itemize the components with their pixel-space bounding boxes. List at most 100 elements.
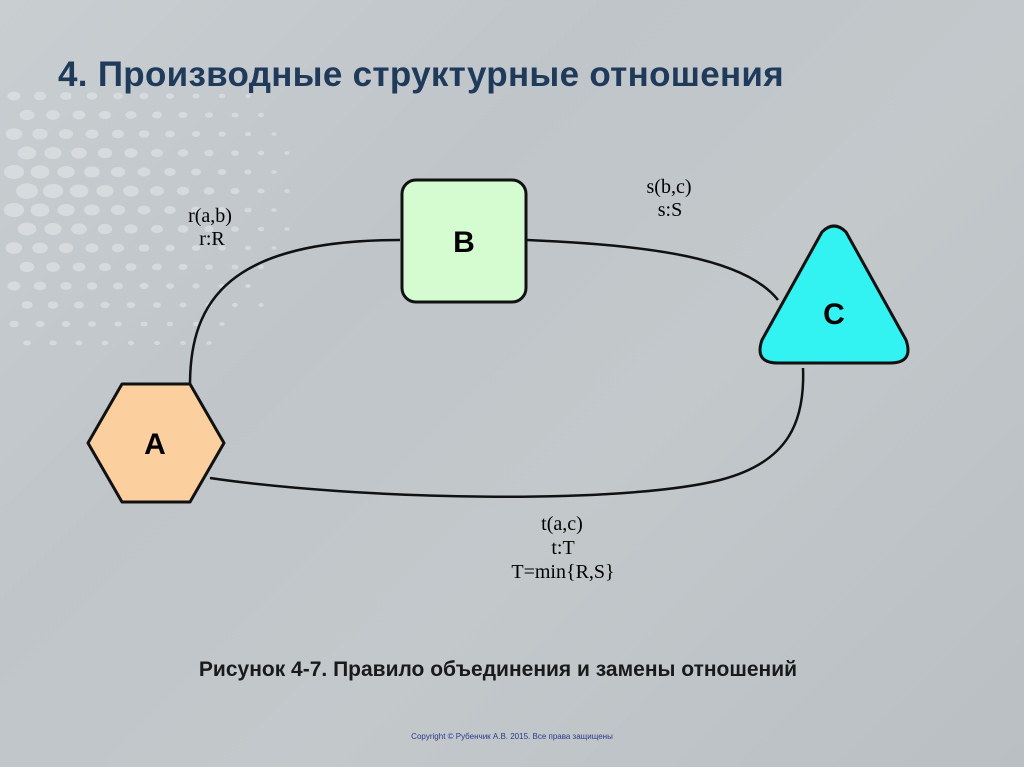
background-dot	[218, 245, 226, 251]
background-dot	[72, 110, 86, 120]
background-dot	[5, 128, 23, 140]
background-dot	[60, 92, 72, 100]
relation-r-line2: r:R	[199, 228, 225, 250]
background-dot	[19, 109, 35, 121]
background-dot	[152, 111, 162, 119]
background-dot	[257, 188, 265, 194]
background-dot	[23, 340, 31, 346]
background-dot	[75, 340, 83, 346]
relation-s-line1: s(b,c)	[647, 176, 692, 198]
background-dot	[49, 340, 57, 346]
background-dot	[205, 112, 213, 118]
background-dot	[97, 223, 113, 235]
node-a[interactable]: A	[86, 382, 226, 504]
background-dot	[204, 225, 214, 233]
node-b[interactable]: B	[400, 178, 528, 304]
background-dot	[178, 263, 188, 271]
background-dot	[96, 185, 114, 197]
background-dot	[127, 340, 135, 346]
relation-t-line3: T=min{R,S}	[511, 561, 614, 583]
background-dot	[231, 264, 239, 270]
background-dot	[231, 112, 239, 118]
background-dot	[46, 262, 60, 272]
background-dot	[271, 170, 277, 174]
background-dot	[42, 183, 64, 199]
background-dot	[125, 263, 137, 271]
background-dot	[165, 283, 175, 289]
background-dot	[113, 282, 123, 290]
background-dot	[244, 131, 252, 137]
background-dot	[257, 226, 265, 232]
relation-r-label: r(a,b) r:R	[188, 205, 232, 250]
background-dot	[219, 322, 225, 326]
background-dot	[138, 130, 150, 138]
background-dot	[17, 222, 37, 236]
background-dot	[154, 340, 160, 346]
relation-t-line2: t:T	[551, 537, 574, 559]
background-dot	[206, 341, 212, 345]
background-dot	[47, 301, 59, 309]
page-title: 4. Производные структурные отношения	[58, 55, 784, 94]
background-dot	[137, 167, 151, 177]
background-dot	[284, 227, 290, 231]
background-dot	[257, 150, 265, 156]
edge-a-c	[209, 367, 805, 498]
relation-t-line1: t(a,c)	[541, 513, 583, 535]
copyright-notice: Copyright © Рубенчик А.В. 2015. Все прав…	[411, 732, 613, 741]
background-dot	[178, 111, 188, 119]
background-dot	[244, 207, 252, 213]
background-dot	[101, 340, 109, 346]
background-dot	[7, 91, 21, 101]
background-dot	[177, 225, 189, 233]
background-dot	[9, 320, 19, 328]
background-dot	[111, 129, 125, 139]
background-dot	[126, 301, 136, 309]
background-dot	[218, 93, 226, 99]
background-dot	[258, 303, 264, 307]
background-dot	[137, 205, 151, 215]
background-dot	[114, 321, 122, 327]
background-dot	[230, 187, 240, 195]
background-dot	[244, 245, 252, 251]
relation-r-line1: r(a,b)	[188, 205, 232, 227]
background-dot	[110, 166, 126, 178]
node-c-label: C	[823, 298, 845, 331]
background-dot	[164, 206, 176, 214]
background-dot	[217, 207, 227, 213]
background-dot	[124, 148, 138, 158]
background-dot	[231, 150, 239, 156]
background-dot	[218, 131, 226, 137]
background-dot	[179, 302, 187, 308]
background-dot	[30, 203, 50, 217]
background-dot	[71, 223, 87, 235]
background-dot	[124, 224, 138, 234]
background-dot	[177, 149, 189, 157]
node-c[interactable]: C	[758, 224, 910, 365]
edge-b-c	[526, 238, 779, 301]
background-dot	[85, 129, 99, 139]
background-dot	[204, 149, 214, 157]
background-dot	[123, 185, 139, 197]
relation-s-label: s(b,c) s:S	[647, 176, 692, 221]
background-dot	[61, 321, 71, 327]
background-dot	[84, 204, 100, 216]
background-dot	[46, 110, 60, 120]
background-dot	[74, 301, 84, 309]
background-dot	[203, 187, 215, 195]
background-dot	[17, 146, 37, 160]
background-dot	[21, 301, 33, 309]
background-dot	[192, 93, 200, 99]
background-dot	[258, 264, 264, 270]
node-b-label: B	[453, 226, 475, 259]
background-dot	[191, 206, 201, 214]
background-dot	[271, 132, 277, 136]
background-dot	[44, 223, 62, 235]
background-dot	[164, 168, 176, 176]
edge-a-b	[188, 238, 401, 386]
background-dot	[32, 128, 48, 140]
background-dot	[152, 263, 162, 271]
background-dot	[19, 261, 35, 273]
background-dot	[231, 226, 239, 232]
